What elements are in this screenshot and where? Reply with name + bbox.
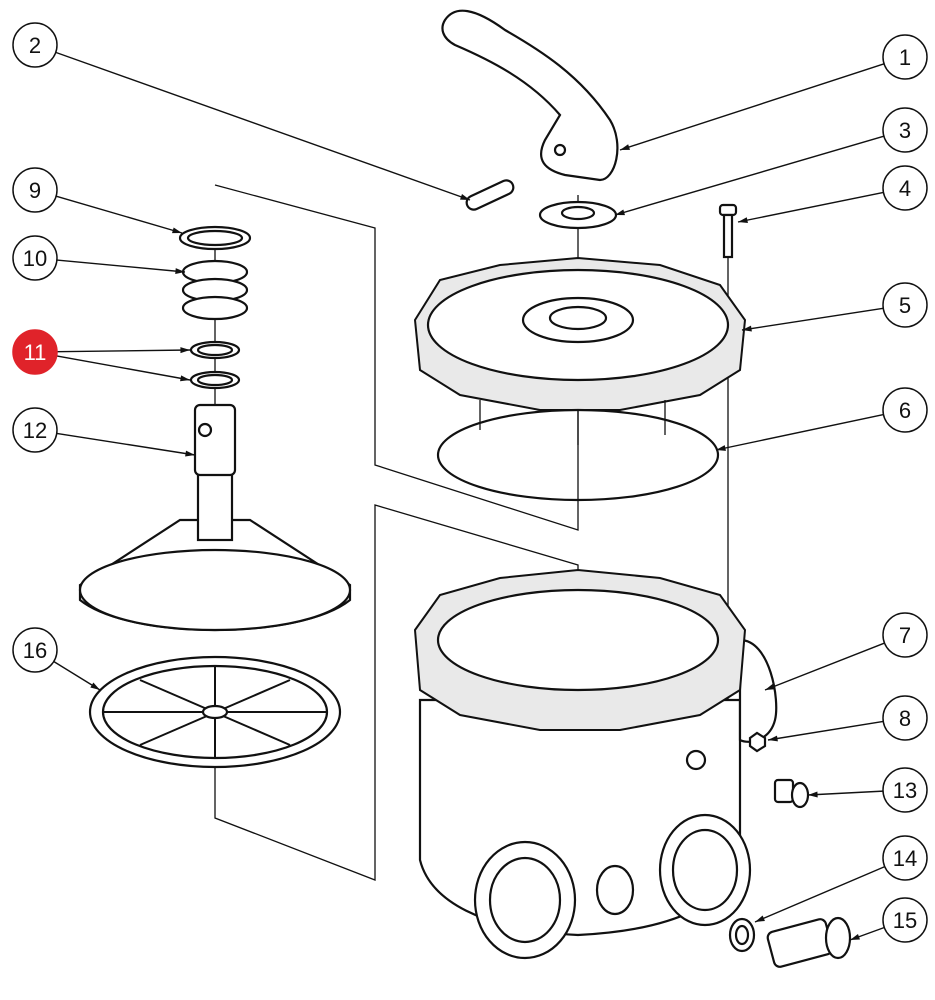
callout-label: 8 <box>899 706 911 731</box>
callout-label: 4 <box>899 176 911 201</box>
callout-4: 4 <box>882 165 928 211</box>
callout-circle <box>12 407 58 453</box>
nut-part <box>748 731 767 753</box>
leader-line-11 <box>56 349 191 353</box>
leader-line-5 <box>741 307 884 331</box>
callout-label: 14 <box>893 846 917 871</box>
leader-line-13 <box>807 790 884 796</box>
callout-label: 15 <box>893 908 917 933</box>
leader-line-4 <box>737 191 884 223</box>
oring-14-part <box>728 917 756 953</box>
callout-circle <box>882 165 928 211</box>
callout-circle <box>12 167 58 213</box>
arrowhead <box>185 450 195 457</box>
callout-circle <box>882 387 928 433</box>
callout-13: 13 <box>882 767 928 813</box>
callout-label: 13 <box>893 778 917 803</box>
arrowhead <box>175 268 185 275</box>
callout-7: 7 <box>882 612 928 658</box>
callout-circle <box>882 835 928 881</box>
arrowhead <box>460 194 470 200</box>
leader-line-7 <box>764 642 885 691</box>
leader-line-8 <box>767 720 884 741</box>
callout-circle <box>882 695 928 741</box>
callout-circle <box>12 22 58 68</box>
plug-part <box>773 778 810 809</box>
leader-line-12 <box>56 432 196 456</box>
arrowhead <box>808 791 818 798</box>
arrowhead <box>765 683 775 690</box>
pin-part <box>465 179 515 211</box>
callout-8: 8 <box>882 695 928 741</box>
callout-circle <box>882 612 928 658</box>
arrowhead <box>738 217 748 223</box>
leader-line-3 <box>614 135 885 216</box>
callout-circle <box>882 897 928 943</box>
callout-label: 16 <box>23 638 47 663</box>
callout-label: 12 <box>23 418 47 443</box>
arrowhead <box>180 347 190 354</box>
leader-line-14 <box>754 865 886 923</box>
cover-part <box>413 256 747 445</box>
callout-label: 9 <box>29 178 41 203</box>
gasket-part <box>436 408 720 502</box>
arrowhead <box>620 144 630 150</box>
spring-10-part <box>181 259 249 321</box>
leader-lines <box>53 51 886 941</box>
arrowhead <box>716 445 726 451</box>
washer-part <box>538 200 618 230</box>
callout-label: 3 <box>899 118 911 143</box>
callout-6: 6 <box>882 387 928 433</box>
callout-circle <box>12 235 58 281</box>
leader-line-9 <box>55 195 183 234</box>
callout-circle <box>882 282 928 328</box>
callout-10: 10 <box>12 235 58 281</box>
callout-label: 1 <box>899 45 911 70</box>
callout-5: 5 <box>882 282 928 328</box>
oring-11-parts <box>189 340 241 390</box>
callout-3: 3 <box>882 107 928 153</box>
arrowhead <box>615 209 625 216</box>
arrowhead <box>755 915 765 922</box>
callout-label: 6 <box>899 398 911 423</box>
callout-15: 15 <box>882 897 928 943</box>
callout-label: 2 <box>29 33 41 58</box>
callout-9: 9 <box>12 167 58 213</box>
callout-circle <box>882 34 928 80</box>
callout-label: 7 <box>899 623 911 648</box>
leader-line-10 <box>56 259 186 273</box>
arrowhead <box>768 735 778 742</box>
callout-circle <box>12 329 58 375</box>
spider-gasket-part <box>88 655 342 769</box>
fitting-part <box>766 916 852 968</box>
callout-label: 5 <box>899 293 911 318</box>
arrowhead <box>172 227 182 234</box>
callout-11: 11 <box>12 329 58 375</box>
valve-body-part <box>413 568 778 960</box>
callout-circle <box>882 107 928 153</box>
callout-circle <box>12 627 58 673</box>
rotor-part <box>78 403 352 632</box>
callout-14: 14 <box>882 835 928 881</box>
callout-16: 16 <box>12 627 58 673</box>
callout-label: 11 <box>24 340 47 365</box>
arrowhead <box>180 375 190 382</box>
arrowhead <box>742 325 752 332</box>
handle-part <box>441 9 619 182</box>
callout-12: 12 <box>12 407 58 453</box>
arrowhead <box>850 933 860 940</box>
leader-line-11 <box>56 355 191 381</box>
screw-part <box>718 203 738 259</box>
callout-circle <box>882 767 928 813</box>
arrowhead <box>90 682 100 690</box>
callout-1: 1 <box>882 34 928 80</box>
leader-line-1 <box>619 63 885 151</box>
oring-9-part <box>178 225 252 251</box>
leader-line-2 <box>55 51 471 201</box>
leader-line-6 <box>715 413 884 451</box>
callout-label: 10 <box>23 246 47 271</box>
callout-2: 2 <box>12 22 58 68</box>
